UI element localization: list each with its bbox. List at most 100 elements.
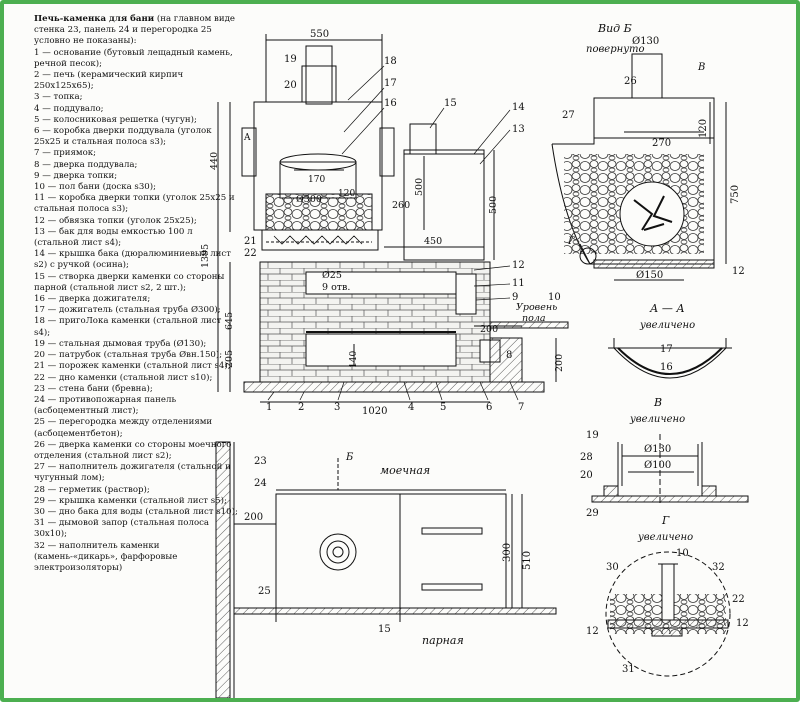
detail-g-10: 10: [676, 548, 689, 559]
callout-12-g2: 12: [736, 618, 749, 629]
view-b-d150: Ø150: [636, 270, 663, 281]
callout-2: 2: [298, 402, 304, 413]
floor-level-2: пола: [522, 313, 546, 324]
plan-dim-200: 200: [244, 512, 263, 523]
dim-440: 440: [209, 152, 220, 170]
callout-22: 22: [244, 248, 257, 259]
section-aa-labels: А — А увеличено 17 16: [639, 302, 695, 373]
legend-item: 25 — перегородка между отделениями (асбо…: [34, 417, 213, 439]
dim-205: 205: [224, 350, 235, 368]
legend-item: 20 — патрубок (стальная труба Øвн.150);: [34, 350, 223, 361]
callout-17: 17: [384, 78, 397, 89]
dim-500b: 500: [488, 196, 499, 214]
callout-19-v: 19: [586, 430, 599, 441]
detail-v: [591, 434, 749, 504]
detail-g-title: Г: [661, 514, 670, 527]
callout-7: 7: [518, 402, 524, 413]
callout-18: 18: [384, 56, 397, 67]
hole-size: Ø25: [322, 270, 342, 281]
dim-170: 170: [308, 175, 325, 185]
heater-plan: [275, 493, 401, 609]
detail-g-circle: [579, 247, 597, 265]
legend-item: 6 — коробка дверки поддувала (уголок 25х…: [34, 126, 212, 148]
foundation: [243, 381, 545, 393]
legend-item: 18 — пригоЛока каменки (стальной лист s4…: [34, 316, 222, 338]
plan-mark-b: Б: [345, 452, 354, 463]
dim-260: 260: [392, 200, 410, 211]
detail-g-outline: [605, 551, 731, 677]
callout-16: 16: [384, 98, 397, 109]
view-b-title: Вид Б: [597, 22, 632, 35]
legend-item: 14 — крышка бака (дюралюминиевый лист s2…: [34, 249, 231, 271]
legend-item: 2 — печь (керамический кирпич 250х125х65…: [34, 70, 184, 92]
callout-19: 19: [284, 54, 297, 65]
callout-20-v: 20: [580, 470, 593, 481]
callout-12: 12: [512, 260, 525, 271]
dim-450: 450: [424, 236, 442, 247]
tank-plan: [399, 493, 507, 609]
view-b-d130: Ø130: [632, 36, 659, 47]
callout-15-plan: 15: [378, 624, 391, 635]
legend: Печь-каменка для бани (на главном виде с…: [34, 14, 239, 574]
callout-28: 28: [580, 452, 593, 463]
view-b-750: 750: [730, 185, 741, 204]
view-b-mark-v: В: [697, 62, 705, 73]
legend-item: 10 — пол бани (доска s30);: [34, 182, 157, 193]
view-b-mark-g: Г: [567, 236, 575, 247]
legend-item: 15 — створка дверки каменки со стороны п…: [34, 271, 225, 293]
callout-21: 21: [244, 236, 257, 247]
callout-13: 13: [512, 124, 525, 135]
legend-item: 4 — поддувало;: [34, 103, 104, 114]
callout-27: 27: [562, 110, 575, 121]
callout-3: 3: [334, 402, 340, 413]
callout-4: 4: [408, 402, 414, 413]
floor: [489, 321, 569, 329]
view-b-labels: Вид Б повернуто Ø130 270 120 750 Ø150 В …: [562, 22, 745, 281]
legend-item: 21 — порожек каменки (стальной лист s4);: [34, 361, 231, 372]
dim-500a: 500: [414, 178, 425, 196]
plan-view: [215, 441, 557, 698]
detail-v-d100: Ø100: [644, 460, 671, 471]
view-b-subtitle: повернуто: [586, 44, 645, 55]
legend-item: 22 — дно каменки (стальной лист s10);: [34, 372, 213, 383]
callout-15: 15: [444, 98, 457, 109]
front-view: [217, 34, 569, 403]
legend-item: 23 — стена бани (бревна);: [34, 383, 153, 394]
plan-dim-300: 300: [502, 543, 513, 562]
legend-item: 7 — приямок;: [34, 148, 97, 159]
view-b: [551, 53, 727, 281]
callout-12-b: 12: [732, 266, 745, 277]
fire-door: [455, 273, 477, 315]
legend-item: 26 — дверка каменки со стороны моечного …: [34, 439, 232, 461]
callout-10: 10: [548, 292, 561, 303]
plan-dim-510: 510: [522, 551, 533, 570]
legend-item: 13 — бак для воды емкостью 100 л (стальн…: [34, 226, 193, 249]
callout-6: 6: [486, 402, 492, 413]
legend-item: 29 — крышка каменки (стальной лист s5);: [34, 495, 227, 506]
callout-26: 26: [624, 76, 637, 87]
view-b-270: 270: [652, 138, 671, 149]
section-aa-title: А — А: [649, 302, 685, 315]
view-b-120: 120: [698, 119, 709, 138]
dim-645: 645: [224, 312, 235, 330]
detail-v-subtitle: увеличено: [629, 414, 685, 425]
detail-v-title: В: [653, 396, 662, 409]
water-tank: [403, 149, 485, 261]
legend-item: 19 — стальная дымовая труба (Ø130);: [34, 338, 207, 349]
dim-120: 120: [338, 189, 355, 199]
legend-item: 5 — колосниковая решетка (чугун);: [34, 114, 197, 125]
detail-g-labels: Г увеличено 10 30 32 22 12 12 31: [586, 514, 749, 675]
legend-item: 24 — противопожарная панель (асбоцементн…: [34, 394, 177, 417]
legend-item: 30 — дно бака для воды (стальной лист s1…: [34, 506, 238, 517]
ashpit: [305, 333, 457, 367]
dim-140: 140: [349, 351, 359, 368]
stone-fill: [265, 193, 373, 231]
plan-top-label: моечная: [380, 464, 430, 477]
dim-1395: 1395: [200, 244, 211, 268]
callout-11: 11: [512, 278, 525, 289]
legend-item: 1 — основание (бутовый лещадный камень, …: [34, 47, 233, 69]
door-hinge-left: [241, 127, 257, 177]
legend-item: 31 — дымовой запор (стальная полоса 30х1…: [34, 518, 210, 540]
section-aa-subtitle: увеличено: [639, 320, 695, 331]
